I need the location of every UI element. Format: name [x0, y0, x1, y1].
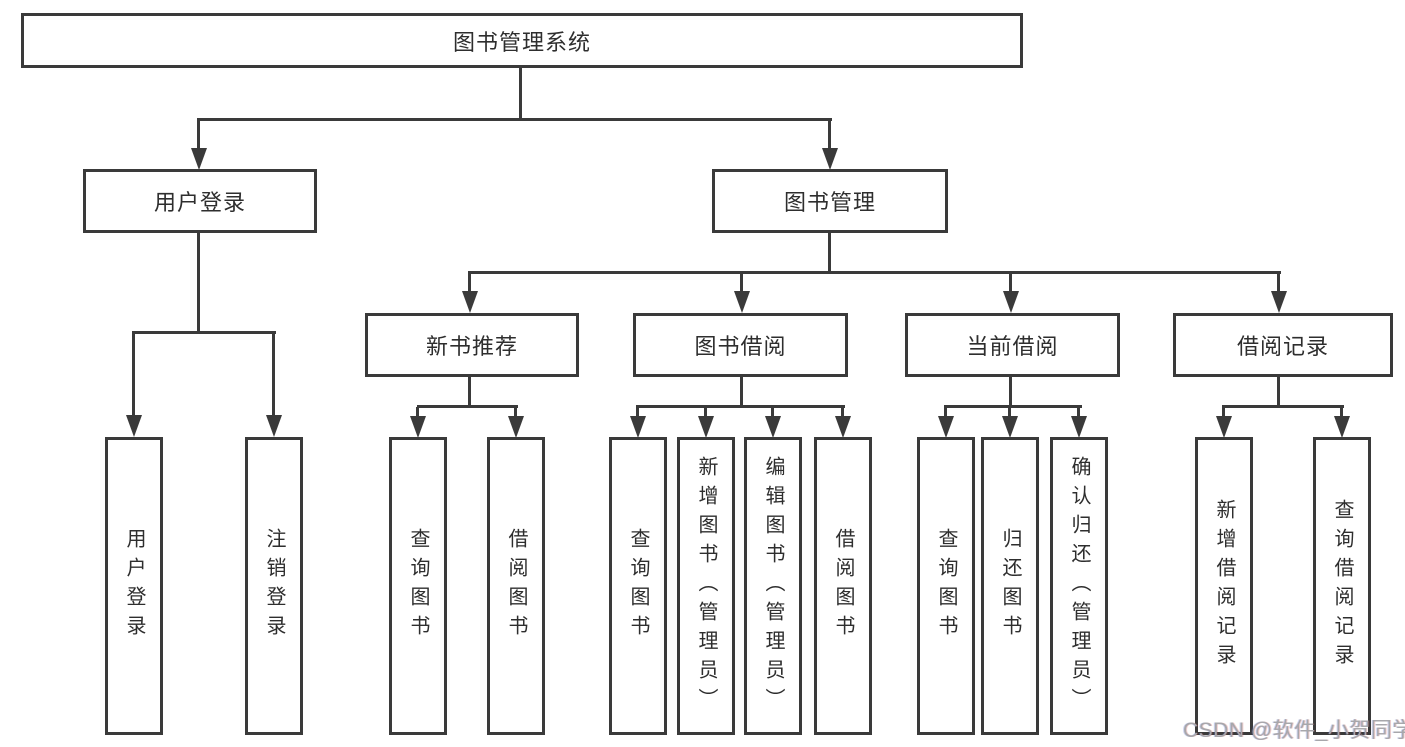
leaf-user-login-label: 用户登录 [123, 528, 145, 644]
node-borrow-records: 借阅记录 [1173, 313, 1393, 377]
leaf-add-borrow-record-label: 新增借阅记录 [1213, 499, 1235, 673]
node-user-login: 用户登录 [83, 169, 317, 233]
connector-root-stem [519, 68, 522, 121]
connector-recommend-crossbar [417, 405, 518, 408]
arrowhead-borrow-leaf4-icon [835, 416, 851, 438]
node-current-borrow: 当前借阅 [905, 313, 1120, 377]
node-root: 图书管理系统 [21, 13, 1023, 68]
connector-user-login-crossbar [132, 331, 276, 334]
leaf-edit-book-admin-label: 编辑图书（管理员） [762, 455, 784, 717]
leaf-recommend-query-book: 查询图书 [389, 437, 447, 735]
node-user-login-label: 用户登录 [153, 190, 246, 215]
leaf-return-book-label: 归还图书 [999, 528, 1021, 644]
connector-current-leaf2-shaft [1008, 407, 1011, 417]
leaf-confirm-return-admin-label: 确认归还（管理员） [1068, 455, 1090, 717]
node-book-borrow: 图书借阅 [633, 313, 848, 377]
arrowhead-current-borrow-icon [1003, 291, 1019, 313]
node-book-management-label: 图书管理 [783, 190, 876, 215]
connector-new-book-recommend-shaft [468, 273, 471, 292]
connector-user-login-shaft [197, 120, 200, 149]
connector-book-management-crossbar [468, 271, 1281, 274]
leaf-logout: 注销登录 [245, 437, 303, 735]
leaf-borrow-query-book: 查询图书 [609, 437, 667, 735]
connector-leaf-user-login-shaft [132, 333, 135, 416]
leaf-edit-book-admin: 编辑图书（管理员） [744, 437, 802, 735]
node-book-management: 图书管理 [712, 169, 948, 233]
connector-current-stem [1009, 377, 1012, 408]
connector-current-leaf1-shaft [944, 407, 947, 417]
arrowhead-current-leaf2-icon [1002, 416, 1018, 438]
connector-book-borrow-shaft [740, 273, 743, 292]
arrowhead-borrow-leaf3-icon [765, 416, 781, 438]
connector-borrow-leaf4-shaft [841, 407, 844, 417]
leaf-confirm-return-admin: 确认归还（管理员） [1050, 437, 1108, 735]
leaf-add-borrow-record: 新增借阅记录 [1195, 437, 1253, 735]
arrowhead-recommend-leaf2-icon [508, 416, 524, 438]
connector-recommend-leaf1-shaft [416, 407, 419, 417]
leaf-add-book-admin-label: 新增图书（管理员） [695, 455, 717, 717]
arrowhead-book-management-icon [822, 148, 838, 170]
leaf-query-borrow-record-label: 查询借阅记录 [1331, 499, 1353, 673]
connector-book-management-shaft [828, 120, 831, 149]
connector-root-crossbar [197, 118, 832, 121]
leaf-borrow-book: 借阅图书 [814, 437, 872, 735]
node-borrow-records-label: 借阅记录 [1236, 334, 1329, 359]
connector-records-leaf2-shaft [1340, 407, 1343, 417]
arrowhead-records-leaf2-icon [1334, 416, 1350, 438]
node-current-borrow-label: 当前借阅 [966, 334, 1059, 359]
leaf-add-book-admin: 新增图书（管理员） [677, 437, 735, 735]
connector-borrow-leaf2-shaft [704, 407, 707, 417]
arrowhead-new-book-recommend-icon [462, 291, 478, 313]
arrowhead-current-leaf3-icon [1071, 416, 1087, 438]
connector-recommend-leaf2-shaft [514, 407, 517, 417]
leaf-user-login: 用户登录 [105, 437, 163, 735]
arrowhead-recommend-leaf1-icon [410, 416, 426, 438]
connector-records-leaf1-shaft [1222, 407, 1225, 417]
connector-records-stem [1277, 377, 1280, 408]
node-root-label: 图书管理系统 [452, 29, 591, 55]
node-book-borrow-label: 图书借阅 [694, 334, 787, 359]
arrowhead-user-login-icon [191, 148, 207, 170]
leaf-current-query-book-label: 查询图书 [935, 528, 957, 644]
leaf-recommend-query-book-label: 查询图书 [407, 528, 429, 644]
leaf-borrow-book-label: 借阅图书 [832, 528, 854, 644]
node-new-book-recommend-label: 新书推荐 [425, 334, 518, 359]
arrowhead-current-leaf1-icon [938, 416, 954, 438]
leaf-recommend-borrow-book: 借阅图书 [487, 437, 545, 735]
connector-book-management-stem [828, 233, 831, 274]
arrowhead-book-borrow-icon [734, 291, 750, 313]
connector-records-crossbar [1222, 405, 1344, 408]
leaf-borrow-query-book-label: 查询图书 [627, 528, 649, 644]
connector-borrow-crossbar [636, 405, 845, 408]
connector-leaf-logout-shaft [272, 333, 275, 416]
connector-recommend-stem [468, 377, 471, 408]
arrowhead-borrow-records-icon [1271, 291, 1287, 313]
connector-borrow-leaf1-shaft [636, 407, 639, 417]
arrowhead-leaf-logout-icon [266, 415, 282, 437]
arrowhead-records-leaf1-icon [1216, 416, 1232, 438]
node-new-book-recommend: 新书推荐 [365, 313, 579, 377]
csdn-watermark: CSDN @软件_小贺同学 [1183, 719, 1405, 742]
arrowhead-borrow-leaf2-icon [698, 416, 714, 438]
leaf-current-query-book: 查询图书 [917, 437, 975, 735]
connector-current-leaf3-shaft [1077, 407, 1080, 417]
leaf-query-borrow-record: 查询借阅记录 [1313, 437, 1371, 735]
connector-user-login-stem [197, 233, 200, 333]
arrowhead-borrow-leaf1-icon [630, 416, 646, 438]
connector-borrow-leaf3-shaft [771, 407, 774, 417]
leaf-recommend-borrow-book-label: 借阅图书 [505, 528, 527, 644]
connector-current-borrow-shaft [1009, 273, 1012, 292]
connector-borrow-records-shaft [1277, 273, 1280, 292]
leaf-return-book: 归还图书 [981, 437, 1039, 735]
connector-current-crossbar [944, 405, 1082, 408]
arrowhead-leaf-user-login-icon [126, 415, 142, 437]
connector-borrow-stem [740, 377, 743, 408]
leaf-logout-label: 注销登录 [263, 528, 285, 644]
